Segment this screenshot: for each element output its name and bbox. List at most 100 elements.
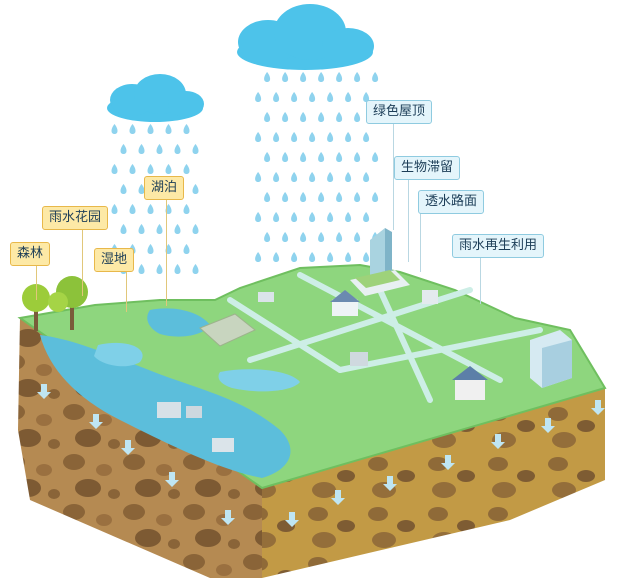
raindrop <box>183 124 190 134</box>
raindrop <box>138 184 145 194</box>
raindrop <box>282 152 289 162</box>
raindrop <box>165 164 172 174</box>
raindrop <box>363 212 370 222</box>
rain-garden-leader <box>82 228 83 296</box>
raindrop <box>354 72 361 82</box>
raindrop <box>300 112 307 122</box>
infiltration-arrow <box>221 510 235 525</box>
raindrop <box>318 72 325 82</box>
raindrop <box>345 172 352 182</box>
infiltration-arrow <box>37 384 51 399</box>
raindrop <box>318 152 325 162</box>
raindrop <box>183 244 190 254</box>
raindrop <box>300 152 307 162</box>
raindrop <box>354 232 361 242</box>
raindrop <box>264 152 271 162</box>
raindrop <box>336 72 343 82</box>
raindrop <box>156 224 163 234</box>
raindrop <box>345 132 352 142</box>
raindrop <box>129 124 136 134</box>
raindrop <box>291 212 298 222</box>
raindrop <box>192 184 199 194</box>
raindrop <box>273 252 280 262</box>
label-rainwater-reuse: 雨水再生利用 <box>452 234 545 258</box>
raindrop <box>147 124 154 134</box>
raindrop <box>309 172 316 182</box>
raindrop <box>291 172 298 182</box>
infiltration-arrow <box>285 512 299 527</box>
skyscraper <box>370 228 392 280</box>
infiltration-arrow <box>491 434 505 449</box>
raindrop <box>282 232 289 242</box>
soil-layer-right <box>262 388 605 578</box>
raindrop <box>345 252 352 262</box>
raindrop <box>183 204 190 214</box>
raindrop <box>264 232 271 242</box>
rainwater-reuse-leader <box>480 256 481 304</box>
bioretention-leader <box>408 178 409 262</box>
raindrop <box>138 264 145 274</box>
office-building <box>530 330 572 388</box>
raindrop <box>354 192 361 202</box>
wetland-leader <box>126 270 127 312</box>
label-bioretention: 生物滞留 <box>394 156 461 180</box>
label-lake: 湖泊 <box>144 176 185 200</box>
raindrop <box>264 72 271 82</box>
raindrop <box>192 224 199 234</box>
raindrop <box>309 92 316 102</box>
raindrop <box>345 212 352 222</box>
infiltration-arrow <box>383 476 397 491</box>
raindrop <box>336 232 343 242</box>
raindrop <box>363 92 370 102</box>
raindrop <box>273 92 280 102</box>
house-right <box>452 366 488 400</box>
cloud-right <box>237 4 374 70</box>
church <box>330 290 360 316</box>
raindrop <box>372 152 379 162</box>
small-houses <box>157 290 438 452</box>
raindrop <box>120 224 127 234</box>
raindrop <box>336 192 343 202</box>
raindrop <box>309 212 316 222</box>
raindrop <box>255 212 262 222</box>
raindrop <box>174 264 181 274</box>
raindrop <box>264 192 271 202</box>
label-green-roof: 绿色屋顶 <box>366 100 433 124</box>
raindrop <box>147 244 154 254</box>
raindrop <box>156 264 163 274</box>
raindrop <box>300 192 307 202</box>
raindrop <box>264 112 271 122</box>
raindrop <box>120 144 127 154</box>
label-wetland: 湿地 <box>94 248 135 272</box>
raindrop <box>282 72 289 82</box>
raindrop <box>147 164 154 174</box>
raindrop <box>165 204 172 214</box>
raindrop <box>192 264 199 274</box>
infiltration-arrows <box>37 384 605 527</box>
raindrop <box>255 92 262 102</box>
raindrop <box>363 132 370 142</box>
raindrop <box>129 164 136 174</box>
raindrop <box>255 172 262 182</box>
raindrop <box>318 232 325 242</box>
raindrop <box>327 252 334 262</box>
raindrop <box>129 204 136 214</box>
river-water <box>94 342 143 367</box>
green-roof-leader <box>393 122 394 230</box>
raindrop <box>291 92 298 102</box>
raindrop <box>111 164 118 174</box>
infiltration-arrow <box>591 400 605 415</box>
raindrop <box>147 204 154 214</box>
infiltration-arrow <box>331 490 345 505</box>
raindrop <box>318 112 325 122</box>
raindrop <box>282 112 289 122</box>
label-permeable-pavement: 透水路面 <box>418 190 485 214</box>
green-roof-building <box>350 270 410 296</box>
infiltration-arrow <box>165 472 179 487</box>
raindrop <box>165 124 172 134</box>
raindrop <box>354 152 361 162</box>
raindrop <box>336 112 343 122</box>
raindrops <box>111 72 379 274</box>
